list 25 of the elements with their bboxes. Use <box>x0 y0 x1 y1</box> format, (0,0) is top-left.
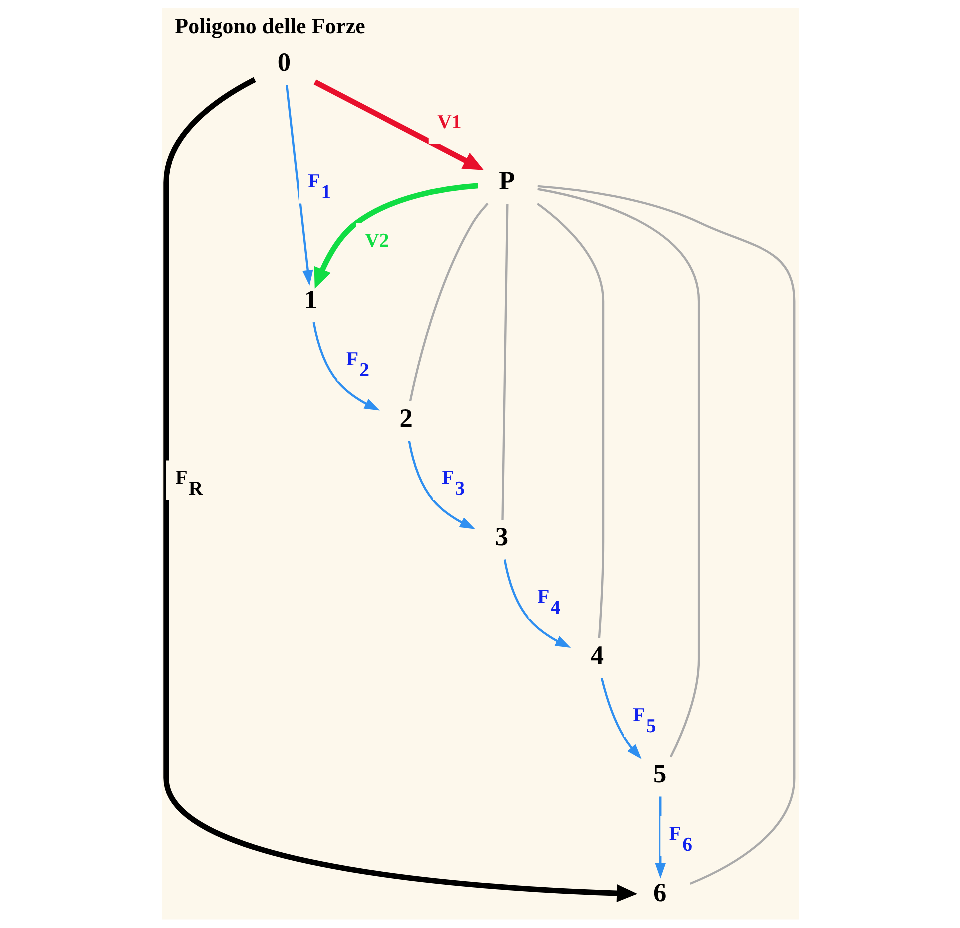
arrow <box>313 80 484 170</box>
connector <box>408 202 488 402</box>
arrow <box>314 183 478 289</box>
arrow <box>408 440 475 530</box>
connector <box>501 204 508 520</box>
node-text: 4 <box>590 641 604 670</box>
edge-label: V2 <box>364 230 389 252</box>
node-text: 1 <box>304 285 317 314</box>
node-text: 6 <box>652 878 666 908</box>
arrow <box>163 77 638 903</box>
connector <box>537 185 796 885</box>
connector <box>536 202 604 638</box>
arrow <box>312 322 380 411</box>
node-text: 3 <box>494 522 508 552</box>
arrow <box>600 678 642 760</box>
arrow <box>286 85 313 286</box>
diagram-title: Poligono delle Forze <box>174 13 365 38</box>
arrow <box>503 560 571 648</box>
connector <box>537 188 700 758</box>
edge-label: V1 <box>437 111 462 134</box>
node-text: 5 <box>652 760 666 789</box>
node-text: 0 <box>277 48 291 78</box>
arrow <box>654 796 666 879</box>
node-text: 2 <box>399 404 412 433</box>
node-text: P <box>498 166 515 196</box>
